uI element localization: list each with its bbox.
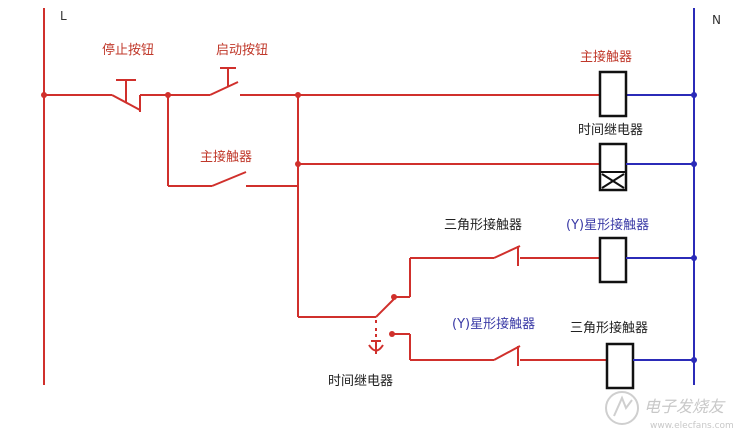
main-contactor-aux-contact <box>211 171 247 187</box>
delta-contactor-nc-contact <box>493 245 521 266</box>
rung-delta-contactor <box>392 333 697 390</box>
left-rail-label: L <box>60 9 67 23</box>
time-relay-coil <box>598 142 628 192</box>
start-button-label: 启动按钮 <box>216 43 268 58</box>
watermark: 电子发烧友 www.elecfans.com <box>605 391 734 431</box>
main-contactor-coil-label: 主接触器 <box>580 49 632 65</box>
main-contactor-coil <box>598 70 628 118</box>
start-button-contact <box>209 67 239 96</box>
watermark-url: www.elecfans.com <box>650 421 734 431</box>
right-rail-label: N <box>712 13 721 27</box>
stop-button-label: 停止按钮 <box>102 42 154 58</box>
star-contactor-nc-contact <box>493 345 521 366</box>
star-contactor-coil-label: (Y)星形接触器 <box>566 217 649 233</box>
delta-contactor-contact-label: 三角形接触器 <box>444 217 522 233</box>
time-relay-switch <box>298 294 397 354</box>
star-contactor-coil <box>598 236 628 284</box>
watermark-logo-icon <box>605 391 639 425</box>
holding-branch <box>167 95 298 187</box>
rung-time-relay <box>295 142 697 192</box>
main-contactor-contact-label: 主接触器 <box>200 149 252 165</box>
time-relay-coil-label: 时间继电器 <box>578 123 643 138</box>
delta-contactor-coil-label: 三角形接触器 <box>570 320 648 336</box>
rung-main-contactor <box>41 67 600 112</box>
delta-contactor-coil <box>605 342 635 390</box>
time-relay-switch-label: 时间继电器 <box>328 374 393 389</box>
watermark-title: 电子发烧友 <box>644 397 726 416</box>
rung-star-contactor <box>394 236 697 298</box>
star-contactor-contact-label: (Y)星形接触器 <box>452 316 535 332</box>
stop-button-contact <box>111 79 141 112</box>
